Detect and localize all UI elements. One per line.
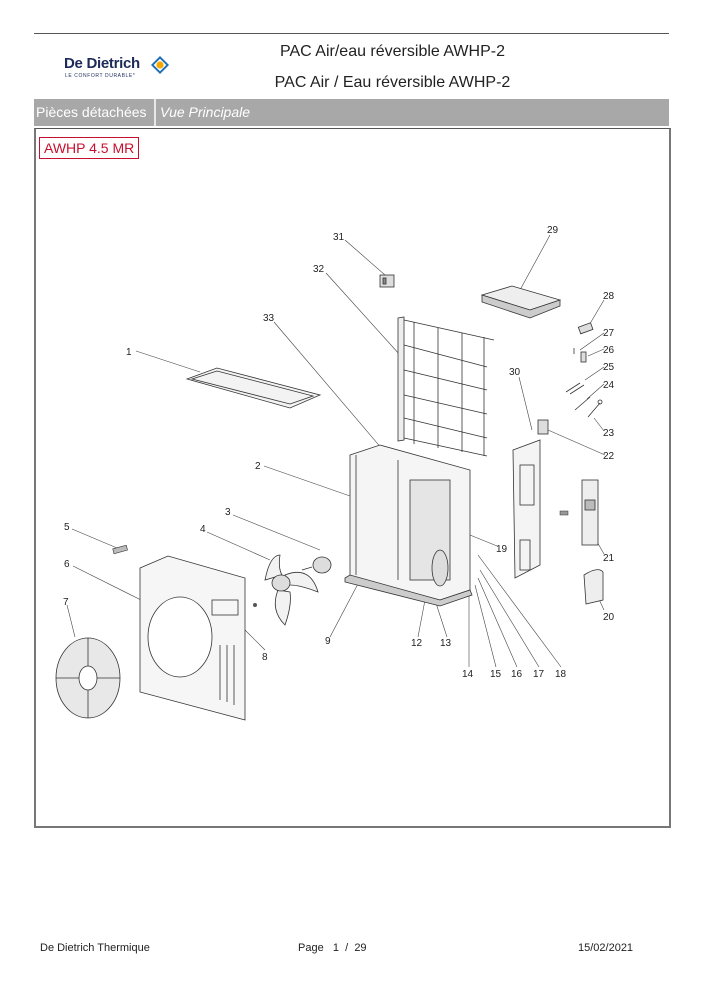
part-number-labels: 1 2 3 4 5 6 7 8 9 12 13 14 15 16 17 18 1… [63,225,615,680]
part-29-control-box [480,285,562,319]
page-label: Page [298,942,324,954]
document-subtitle: PAC Air / Eau réversible AWHP-2 [274,74,511,91]
brand-name: De Dietrich [64,55,140,72]
model-label: AWHP 4.5 MR [39,137,140,159]
leader-18 [477,554,562,668]
part-number-9: 9 [325,636,331,647]
document-title: PAC Air/eau réversible AWHP-2 [280,43,505,60]
footer-page: Page 1 / 29 [298,942,367,954]
leader-33 [273,321,384,451]
part-6-front-panel [139,555,246,721]
part-number-27: 27 [603,328,615,339]
leader-25 [584,366,605,381]
leader-31 [344,239,386,276]
section-bar: Pièces détachées Vue Principale [34,99,669,126]
leader-1 [135,350,201,373]
part-number-21: 21 [603,553,615,564]
part-small-clip [559,510,569,516]
part-number-19: 19 [496,544,508,555]
section-category: Pièces détachées [34,99,156,126]
leader-16 [477,577,518,668]
page-current: 1 [332,942,339,954]
part-number-14: 14 [462,669,474,680]
part-number-18: 18 [555,669,567,680]
leader-26 [587,348,605,357]
section-view: Vue Principale [160,104,251,120]
part-number-32: 32 [313,264,325,275]
part-number-3: 3 [225,507,231,518]
part-2-chassis [344,444,473,607]
part-number-28: 28 [603,291,615,302]
leader-4 [206,531,271,561]
brand-logo: De Dietrich LE CONFORT DURABLE* [64,55,174,85]
part-7-fan-grille [55,637,121,719]
leader-27 [579,332,605,351]
part-number-20: 20 [603,612,615,623]
part-number-17: 17 [533,669,545,680]
part-number-8: 8 [262,652,268,663]
leader-6 [72,565,144,602]
part-number-22: 22 [603,451,615,462]
part-number-7: 7 [63,597,69,608]
brand-tagline: LE CONFORT DURABLE* [65,73,136,79]
leader-9 [329,579,361,638]
leader-12 [417,599,426,638]
part-number-4: 4 [200,524,206,535]
part-number-16: 16 [511,669,523,680]
leader-17 [479,569,540,668]
part-number-30: 30 [509,367,521,378]
leader-5 [71,528,118,549]
leader-15 [474,584,497,668]
part-number-24: 24 [603,380,615,391]
part-number-5: 5 [64,522,70,533]
part-30-side-panel [512,439,541,579]
part-32-grille [397,316,495,457]
part-number-23: 23 [603,428,615,439]
part-4-fan-blade [264,554,319,626]
part-5-clip [112,544,128,555]
part-31-connector [379,274,395,288]
part-number-31: 31 [333,232,345,243]
part-number-13: 13 [440,638,452,649]
part-number-12: 12 [411,638,423,649]
leader-22 [547,429,606,456]
part-1-top-cover [185,367,322,409]
leader-23 [593,417,605,432]
top-rule [34,33,669,34]
part-22-bracket [537,419,549,435]
part-21-cover [581,479,599,546]
leader-13 [434,599,448,638]
leader-32 [325,272,401,356]
part-screw [253,603,257,607]
leader-2 [263,465,351,497]
part-number-1: 1 [126,347,132,358]
leader-3 [232,514,321,551]
part-number-25: 25 [603,362,615,373]
leader-24 [586,383,605,400]
part-number-15: 15 [490,669,502,680]
part-number-29: 29 [547,225,559,236]
part-3-fan-motor [301,556,332,574]
footer-date: 15/02/2021 [578,942,634,954]
part-number-2: 2 [255,461,261,472]
page-separator: / [345,942,349,954]
logo-diamond-icon [151,56,169,74]
part-number-6: 6 [64,559,70,570]
parts-small-components [565,322,603,418]
page-total: 29 [354,942,367,954]
leader-7 [66,604,76,638]
part-20-valve-cover [583,569,604,605]
leader-30 [518,376,533,431]
part-number-33: 33 [263,313,275,324]
part-number-26: 26 [603,345,615,356]
diagram-frame [34,128,671,828]
footer-company: De Dietrich Thermique [40,942,150,954]
leader-29 [519,234,551,291]
